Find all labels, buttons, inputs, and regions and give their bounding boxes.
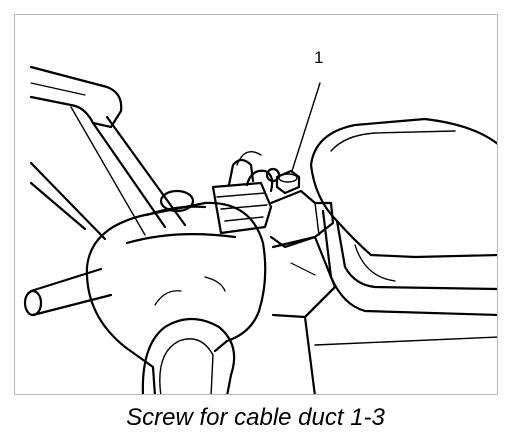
figure-caption: Screw for cable duct 1-3	[126, 404, 385, 431]
lower-shaft	[23, 267, 113, 317]
cable-connector	[211, 151, 281, 235]
hub-housing	[85, 189, 267, 394]
cushion-body	[309, 117, 497, 317]
callout-leader-line	[291, 82, 321, 172]
screw	[275, 169, 301, 195]
handle-bar	[29, 65, 187, 241]
technical-illustration	[14, 14, 498, 395]
frame-lines	[303, 285, 497, 394]
callout-number-1: 1	[314, 48, 324, 67]
